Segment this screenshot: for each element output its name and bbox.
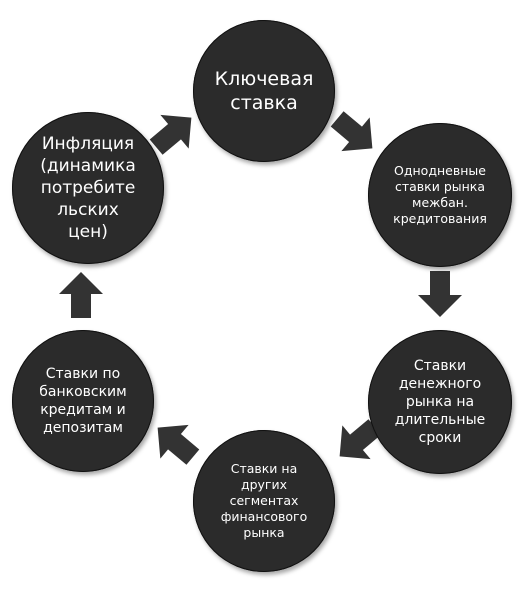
node-bank-rates-label: Ставки по банковским кредитам и депозита… [39,366,127,436]
node-key-rate: Ключевая ставка [193,20,335,162]
arrow-other-segments-to-bank-rates [143,410,207,474]
arrow-key-rate-to-overnight [323,102,387,166]
node-other-segments-label: Ставки на других сегментах финансового р… [220,461,308,540]
arrow-bank-rates-to-inflation [59,272,103,318]
node-money-market-label: Ставки денежного рынка на длительные сро… [394,358,486,446]
node-inflation-label: Инфляция (динамика потребите льских цен) [40,134,136,242]
node-key-rate-label: Ключевая ставка [214,68,314,114]
node-other-financial-segments: Ставки на других сегментах финансового р… [193,430,335,572]
arrow-overnight-to-money-market [418,271,462,317]
node-overnight-interbank-rates: Однодневные ставки рынка межбан. кредито… [368,123,512,267]
node-money-market-long-term-rates: Ставки денежного рынка на длительные сро… [368,330,512,474]
node-overnight-label: Однодневные ставки рынка межбан. кредито… [393,163,487,226]
node-inflation: Инфляция (динамика потребите льских цен) [12,112,164,264]
node-bank-loan-deposit-rates: Ставки по банковским кредитам и депозита… [12,330,154,472]
